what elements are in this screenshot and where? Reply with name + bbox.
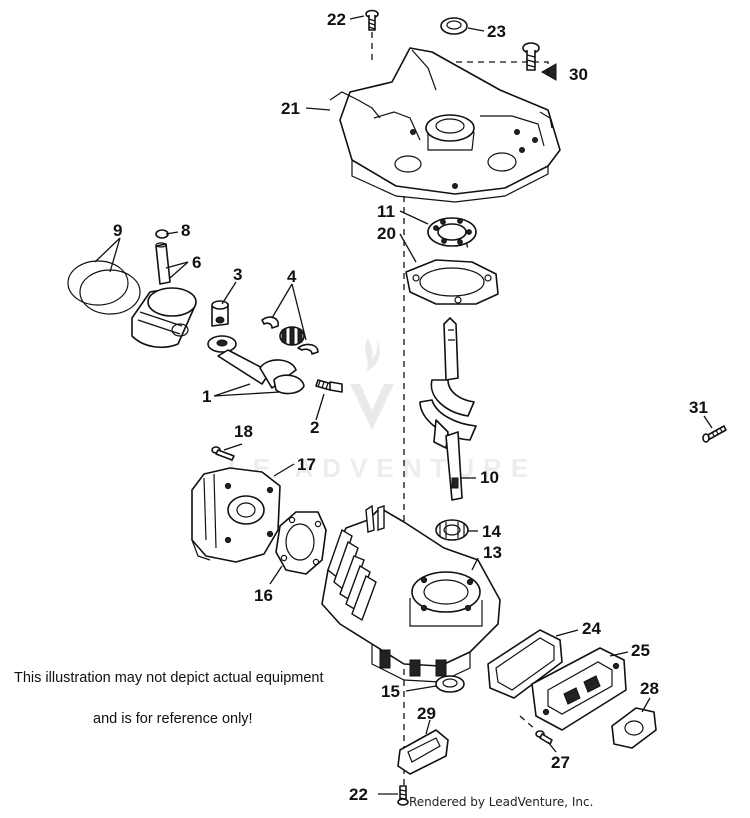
part-31-screw[interactable]: [702, 425, 727, 443]
part-23-seal-washer[interactable]: [440, 17, 468, 35]
part-1-connecting-rod[interactable]: [207, 335, 305, 395]
callout-9: 9: [113, 221, 122, 240]
callout-27: 27: [551, 753, 570, 772]
callout-15: 15: [381, 682, 400, 701]
callout-25: 25: [631, 641, 650, 660]
part-28-carb-gasket[interactable]: [611, 707, 657, 749]
part-24-intake-gasket[interactable]: [487, 629, 563, 699]
part-13-crankcase-cylinder[interactable]: [321, 504, 501, 683]
watermark-logo: LE ADVENTURE: [228, 338, 537, 483]
part-18-screw[interactable]: [211, 446, 235, 461]
part-9-piston-rings[interactable]: [67, 260, 141, 315]
callout-30: 30: [569, 65, 588, 84]
part-17-cylinder-cover[interactable]: [191, 467, 281, 563]
part-10-crankshaft[interactable]: [419, 317, 477, 501]
part-11-bearing[interactable]: [427, 217, 477, 247]
part-21-upper-housing[interactable]: [329, 47, 561, 203]
part-3-bushing[interactable]: [211, 300, 229, 327]
callout-16: 16: [254, 586, 273, 605]
callout-14: 14: [482, 522, 501, 541]
callout-leader-lines: [94, 15, 713, 795]
callout-6: 6: [192, 253, 201, 272]
part-6-wrist-pin[interactable]: [155, 242, 171, 285]
callout-3: 3: [233, 265, 242, 284]
callout-21: 21: [281, 99, 300, 118]
render-credit: Rendered by LeadVenture, Inc.: [409, 795, 594, 809]
callout-29: 29: [417, 704, 436, 723]
callout-20: 20: [377, 224, 396, 243]
callout-8: 8: [181, 221, 190, 240]
part-15-oil-seal[interactable]: [435, 675, 465, 693]
part-16-head-gasket[interactable]: [275, 511, 327, 575]
part-20-gasket[interactable]: [405, 259, 499, 305]
callout-31: 31: [689, 398, 708, 417]
reference-notice-line-2: and is for reference only!: [93, 711, 253, 727]
callout-4: 4: [287, 267, 297, 286]
part-30-bolt[interactable]: [522, 42, 557, 81]
callout-2: 2: [310, 418, 319, 437]
callout-22-top: 22: [327, 10, 346, 29]
callout-17: 17: [297, 455, 316, 474]
callout-10: 10: [480, 468, 499, 487]
part-22-bottom-screw[interactable]: [397, 785, 409, 806]
callout-24: 24: [582, 619, 601, 638]
callout-1: 1: [202, 387, 211, 406]
callout-23: 23: [487, 22, 506, 41]
part-25-reed-valve[interactable]: [531, 647, 627, 731]
callout-labels: 22 23 30 21 11 20 9 8 6 3 4 1 2 31 18 17…: [113, 10, 708, 804]
watermark-text: LE ADVENTURE: [228, 453, 537, 483]
part-4-needle-cage: [279, 326, 305, 346]
reference-notice-line-1: This illustration may not depict actual …: [14, 670, 324, 686]
part-14-needle-bearing[interactable]: [435, 519, 469, 541]
callout-13: 13: [483, 543, 502, 562]
callout-22-bottom: 22: [349, 785, 368, 804]
part-2-screw[interactable]: [315, 379, 343, 393]
part-29-exhaust-gasket[interactable]: [397, 729, 449, 775]
callout-18: 18: [234, 422, 253, 441]
part-27-screw[interactable]: [519, 715, 553, 745]
callout-28: 28: [640, 679, 659, 698]
part-4-bearing-halves[interactable]: [261, 316, 319, 355]
callout-11: 11: [377, 202, 395, 221]
part-22-top-screw[interactable]: [365, 9, 379, 31]
piston[interactable]: [131, 287, 197, 349]
